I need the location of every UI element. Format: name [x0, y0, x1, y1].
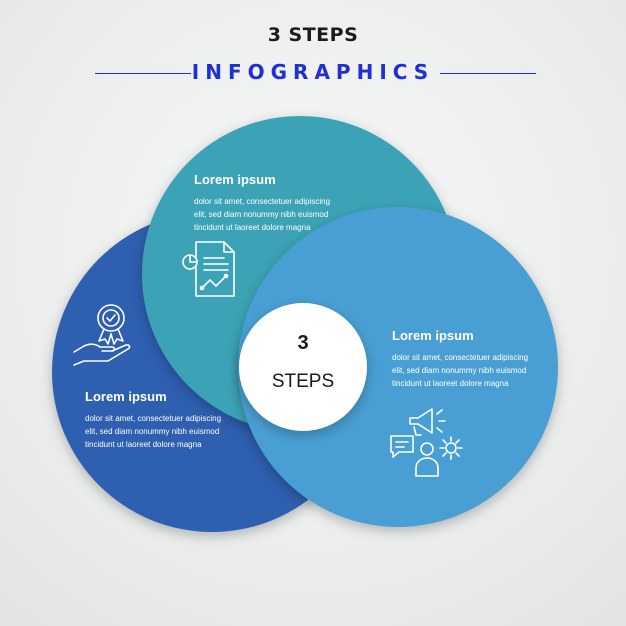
title-rule-left	[95, 73, 191, 74]
infographic-subtitle: INFOGRAPHICS	[191, 60, 435, 84]
step-2-text: Lorem ipsum dolor sit amet, consectetuer…	[85, 389, 235, 451]
step-1-text: Lorem ipsum dolor sit amet, consectetuer…	[194, 172, 344, 234]
step-3-body: dolor sit amet, consectetuer adipiscing …	[392, 353, 529, 388]
step-2-body: dolor sit amet, consectetuer adipiscing …	[85, 414, 222, 449]
title-rule-right	[440, 73, 536, 74]
center-number: 3	[297, 332, 309, 354]
step-2-heading: Lorem ipsum	[85, 389, 167, 404]
award-hand-icon	[73, 304, 131, 366]
center-word: STEPS	[271, 371, 335, 392]
step-3-text: Lorem ipsum dolor sit amet, consectetuer…	[392, 328, 542, 390]
infographic-title: 3 STEPS	[267, 24, 359, 46]
step-3-heading: Lorem ipsum	[392, 328, 474, 343]
step-1-heading: Lorem ipsum	[194, 172, 276, 187]
marketing-team-icon	[390, 408, 463, 477]
step-1-body: dolor sit amet, consectetuer adipiscing …	[194, 197, 331, 232]
center-circle	[239, 303, 367, 431]
report-document-icon	[182, 241, 235, 297]
step-3-circle	[238, 207, 558, 527]
